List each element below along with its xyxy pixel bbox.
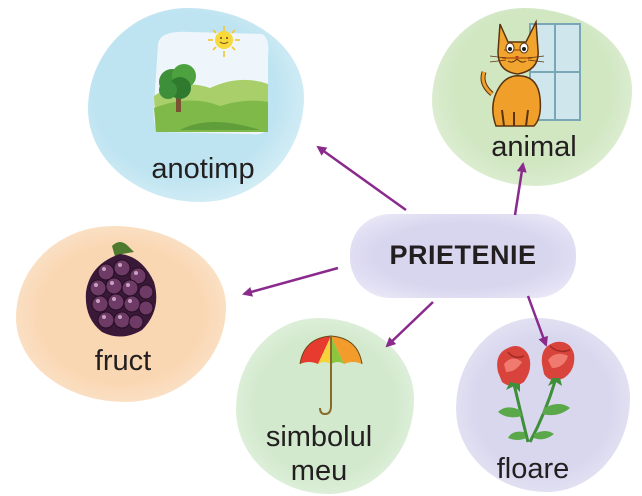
- node-anotimp-label: anotimp: [151, 153, 255, 185]
- center-node-title: PRIETENIE: [389, 240, 537, 270]
- node-animal-label: animal: [491, 131, 577, 163]
- node-fruct-label: fruct: [94, 345, 152, 377]
- blackberry-icon: [85, 242, 157, 337]
- arrow-to-animal: [513, 162, 527, 216]
- center-bubble: [350, 214, 576, 298]
- roses-icon: [497, 341, 575, 443]
- node-floare-label: floare: [496, 453, 570, 485]
- arrow-to-floare: [526, 295, 548, 347]
- node-simbolul-label: simbolul meu: [265, 421, 373, 487]
- sun-landscape-icon: [153, 26, 269, 135]
- arrow-to-anotimp: [316, 145, 407, 212]
- arrow-to-fruct: [242, 266, 339, 297]
- arrow-to-simbolul: [385, 301, 434, 348]
- umbrella-icon: [299, 335, 363, 416]
- floare-bubble: [456, 318, 630, 492]
- cat-icon: [480, 19, 581, 127]
